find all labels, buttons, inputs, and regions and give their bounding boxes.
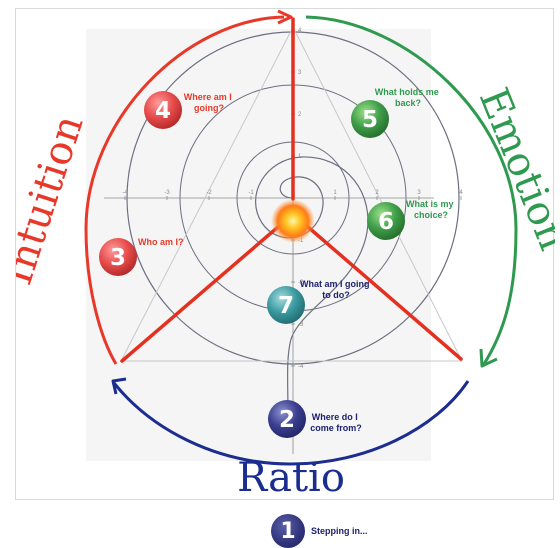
emotion-label: Emotion xyxy=(470,82,555,257)
ray-left xyxy=(120,225,280,363)
emotion-arc xyxy=(305,15,518,365)
step-4[interactable]: 4 Where am I going? xyxy=(144,91,234,129)
axis-tick-label: 3 xyxy=(417,190,421,196)
coaching-cycle-diagram: -4 -3 -2 -1 1 2 3 4 4 3 2 1 -1 -2 -3 -4 Intuition Emot… xyxy=(16,9,555,501)
step-2[interactable]: 2 Where do I come from? xyxy=(268,400,362,438)
step-7[interactable]: 7 What am I going to do? xyxy=(267,279,372,324)
diagram-frame: -4 -3 -2 -1 1 2 3 4 4 3 2 1 -1 -2 -3 -4 Intuition Emot… xyxy=(15,8,555,501)
intuition-arc xyxy=(84,15,285,365)
axis-tick-label: -3 xyxy=(164,190,170,196)
axis-tick-label: -4 xyxy=(298,364,304,370)
axis-tick-label: 1 xyxy=(333,190,337,196)
axis-tick-label: -2 xyxy=(206,190,212,196)
step-3-number: 3 xyxy=(110,245,126,271)
step-2-label: Where do I come from? xyxy=(310,412,362,433)
step-1-label: Stepping in... xyxy=(311,526,368,536)
step-7-number: 7 xyxy=(278,293,294,319)
step-2-badge xyxy=(268,400,306,438)
axis-tick-label: 3 xyxy=(298,70,302,76)
step-6[interactable]: 6 What is my choice? xyxy=(367,199,456,240)
axis-tick-label: 4 xyxy=(459,190,463,196)
axis-tick-label: -1 xyxy=(248,190,254,196)
axis-tick-label: 2 xyxy=(375,190,379,196)
axis-tick-label: -3 xyxy=(298,322,304,328)
step-5-number: 5 xyxy=(362,107,378,133)
step-1-badge: 1 xyxy=(271,514,305,548)
axis-tick-label: -2 xyxy=(298,280,304,286)
step-6-label: What is my choice? xyxy=(406,199,456,220)
curved-arrow-icon xyxy=(479,348,498,368)
step-6-number: 6 xyxy=(378,209,394,235)
step-3[interactable]: 3 Who am I? xyxy=(99,237,184,276)
step-2-number: 2 xyxy=(279,407,295,433)
step-1[interactable]: 1 Stepping in... xyxy=(271,514,368,548)
curved-arrow-icon xyxy=(277,9,293,25)
step-3-badge xyxy=(99,238,137,276)
axis-tick-label: -4 xyxy=(122,190,128,196)
spiral-line xyxy=(255,156,369,420)
step-7-badge xyxy=(267,286,305,324)
axis-tick-label: 4 xyxy=(298,28,302,34)
axis-tick-label: 1 xyxy=(298,154,302,160)
red-rays xyxy=(120,17,463,363)
ratio-label: Ratio xyxy=(237,455,345,501)
ray-right xyxy=(306,225,463,361)
step-7-label: What am I going to do? xyxy=(300,279,372,300)
step-6-badge xyxy=(367,202,405,240)
sun-icon xyxy=(271,199,315,243)
step-4-label: Where am I going? xyxy=(184,92,235,113)
intuition-label: Intuition xyxy=(16,110,93,291)
step-4-number: 4 xyxy=(155,98,171,124)
step-3-label: Who am I? xyxy=(138,237,184,247)
grey-triangle xyxy=(120,25,463,362)
step-5[interactable]: 5 What holds me back? xyxy=(351,87,441,138)
ratio-arc xyxy=(112,380,470,466)
step-5-badge xyxy=(351,100,389,138)
horizontal-ticks: -4 -3 -2 -1 1 2 3 4 xyxy=(122,190,463,200)
step-4-badge xyxy=(144,91,182,129)
curved-arrow-icon xyxy=(111,377,127,395)
step-5-label: What holds me back? xyxy=(375,87,442,108)
axis-tick-label: 2 xyxy=(298,112,302,118)
